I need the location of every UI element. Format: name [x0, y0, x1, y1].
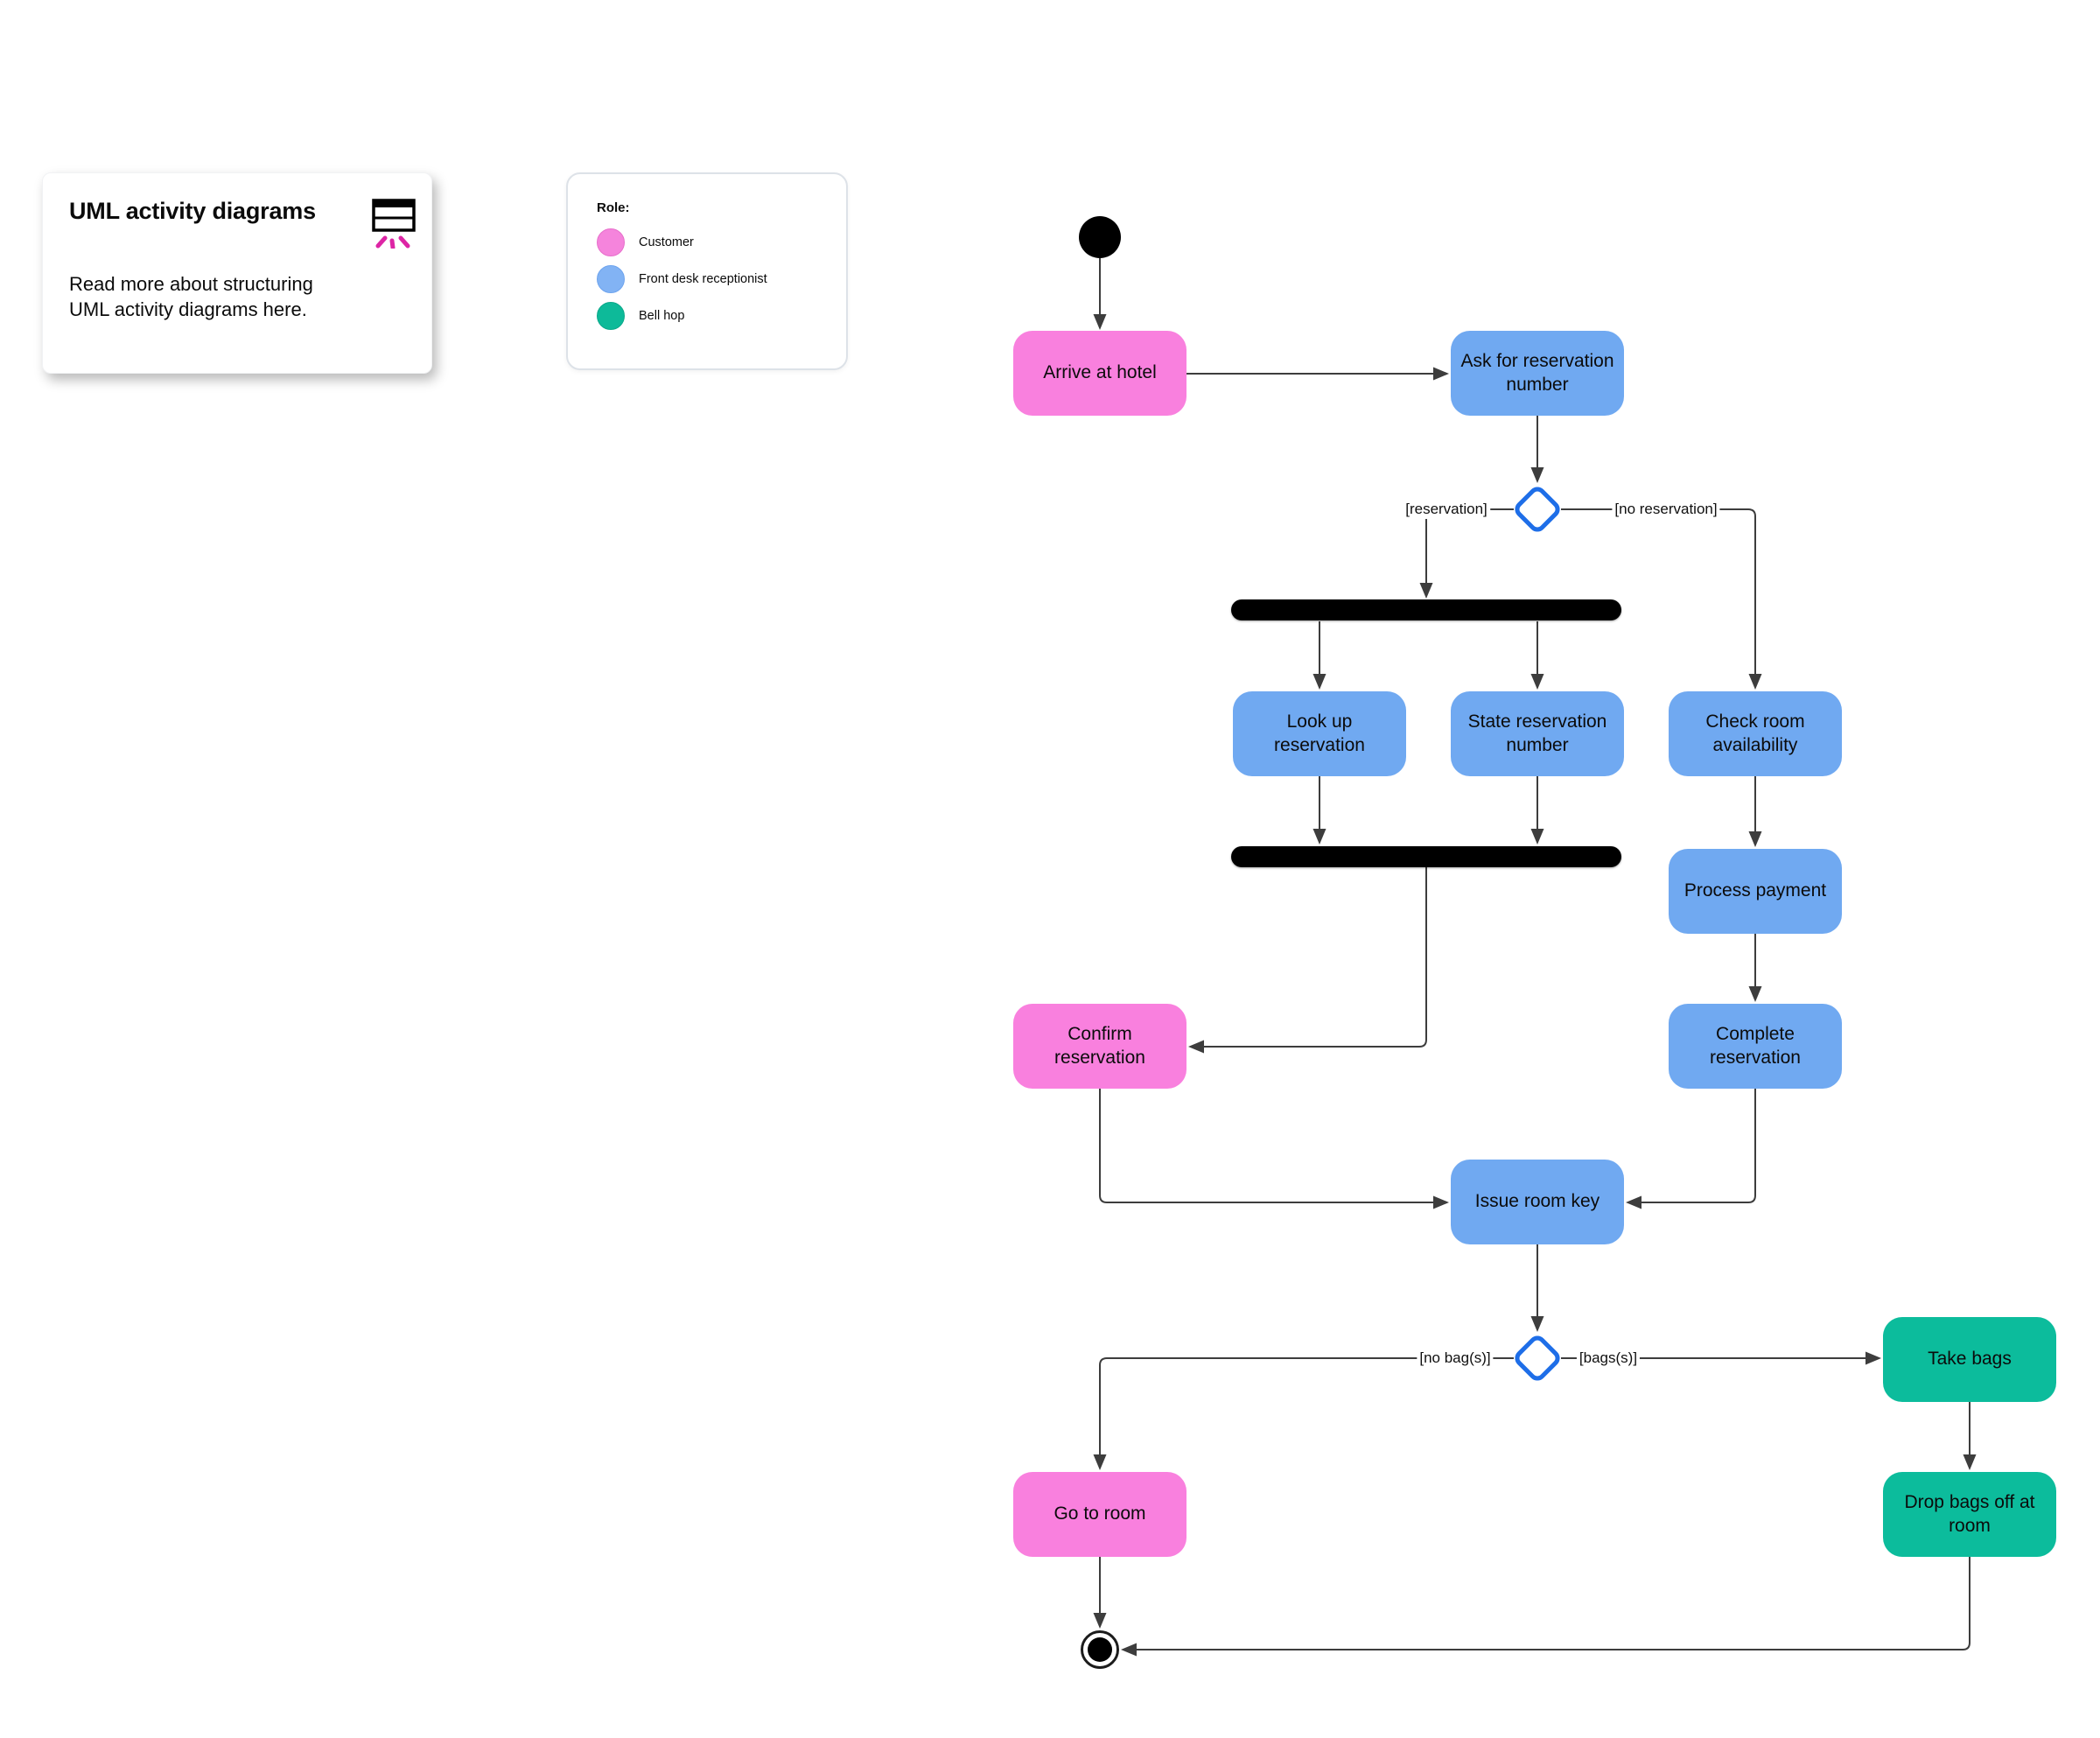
legend-item-bellhop: Bell hop [597, 302, 846, 330]
legend-item-label: Front desk receptionist [639, 272, 767, 286]
activity-node-arrive-at-hotel[interactable]: Arrive at hotel [1013, 331, 1186, 416]
connector-nobags-to-goroom [1093, 1357, 1514, 1470]
bellhop-color-dot [597, 302, 625, 330]
connector-noreservation-to-check [1561, 508, 1762, 690]
activity-node-process-payment[interactable]: Process payment [1669, 849, 1842, 934]
end-node-dot [1088, 1637, 1112, 1662]
legend-card[interactable]: Role: Customer Front desk receptionist B… [566, 172, 848, 370]
legend-item-label: Bell hop [639, 309, 685, 323]
activity-node-take-bags[interactable]: Take bags [1883, 1317, 2056, 1402]
legend-item-receptionist: Front desk receptionist [597, 265, 846, 293]
start-node[interactable] [1079, 216, 1121, 258]
guard-label-no-bags[interactable]: [no bag(s)] [1417, 1349, 1494, 1368]
legend-heading: Role: [597, 200, 630, 215]
activity-node-confirm-reservation[interactable]: Confirm reservation [1013, 1004, 1186, 1089]
connector-complete-to-issue [1626, 1089, 1756, 1209]
customer-color-dot [597, 228, 625, 256]
activity-node-look-up-reservation[interactable]: Look up reservation [1233, 691, 1406, 776]
guard-label-bags[interactable]: [bags(s)] [1576, 1349, 1641, 1368]
activity-node-issue-room-key[interactable]: Issue room key [1451, 1160, 1624, 1244]
receptionist-color-dot [597, 265, 625, 293]
activity-node-complete-reservation[interactable]: Complete reservation [1669, 1004, 1842, 1089]
connector-reservation-to-fork [1419, 508, 1514, 599]
connector-join-to-confirm [1188, 867, 1427, 1054]
connector-confirm-to-issue [1099, 1089, 1449, 1209]
info-card[interactable]: UML activity diagrams Read more about st… [42, 172, 432, 374]
connector-dropbags-to-end [1121, 1557, 1970, 1657]
fork-bar[interactable] [1231, 599, 1621, 620]
activity-node-drop-bags-off-at-room[interactable]: Drop bags off at room [1883, 1472, 2056, 1557]
legend-item-label: Customer [639, 235, 694, 249]
activity-node-state-reservation-number[interactable]: State reservation number [1451, 691, 1624, 776]
table-sparkle-icon [372, 199, 416, 249]
guard-label-no-reservation[interactable]: [no reservation] [1612, 500, 1720, 519]
info-card-header: UML activity diagrams [69, 198, 419, 249]
page-title: UML activity diagrams [69, 198, 316, 224]
legend-item-customer: Customer [597, 228, 846, 256]
activity-node-check-room-availability[interactable]: Check room availability [1669, 691, 1842, 776]
guard-label-reservation[interactable]: [reservation] [1403, 500, 1490, 519]
activity-node-ask-for-reservation-number[interactable]: Ask for reservation number [1451, 331, 1624, 416]
join-bar[interactable] [1231, 846, 1621, 867]
info-card-body: Read more about structuring UML activity… [69, 273, 313, 321]
activity-node-go-to-room[interactable]: Go to room [1013, 1472, 1186, 1557]
end-node[interactable] [1081, 1630, 1119, 1669]
